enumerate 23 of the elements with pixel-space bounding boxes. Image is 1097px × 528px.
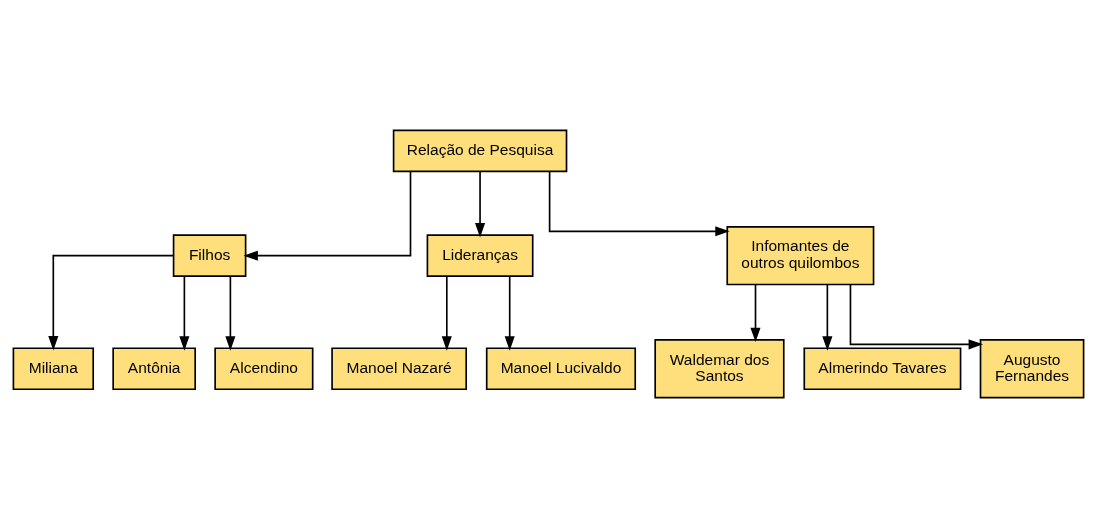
arrow	[475, 170, 486, 238]
arrow	[441, 275, 452, 351]
node-box: Manoel Nazaré	[331, 347, 468, 391]
node-box: Miliana	[12, 347, 95, 391]
arrow	[548, 170, 730, 237]
node-box: Lideranças	[426, 234, 534, 277]
node-box: Almerindo Tavares	[803, 347, 962, 391]
arrow	[179, 275, 190, 351]
node-box: Alcendino	[214, 347, 314, 391]
node-box: Filhos	[172, 234, 247, 277]
arrow	[504, 275, 515, 351]
arrow	[750, 283, 761, 343]
node-box: Manoel Lucivaldo	[485, 347, 637, 391]
arrow	[225, 275, 236, 351]
arrow	[849, 283, 983, 350]
node-box: Waldemar dos Santos	[654, 339, 785, 399]
node-box: Relação de Pesquisa	[392, 129, 568, 173]
arrow	[822, 283, 833, 351]
arrow	[243, 170, 412, 261]
node-box: Infomantes de outros quilombos	[726, 226, 875, 286]
node-box: Antônia	[112, 347, 196, 391]
arrow	[48, 254, 175, 351]
node-box: Augusto Fernandes	[979, 339, 1085, 399]
